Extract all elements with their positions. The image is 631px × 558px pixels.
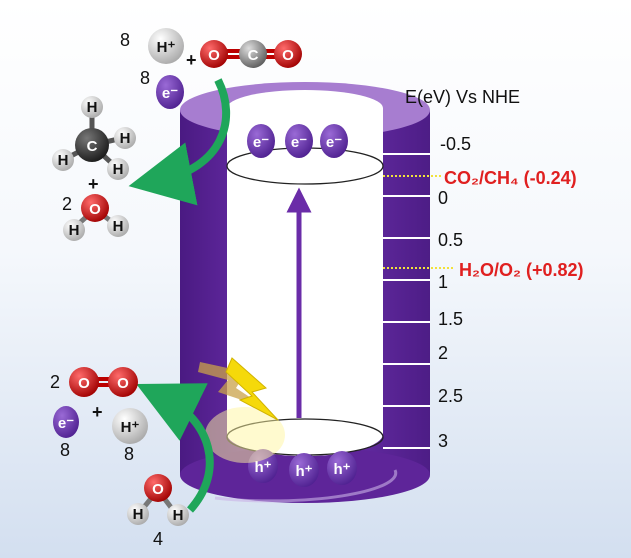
top-reaction: 8 H⁺ + O C O 8 e⁻ H H H — [52, 28, 302, 241]
electron-label: e⁻ — [253, 134, 269, 151]
tick-label: -0.5 — [440, 134, 471, 154]
co2-ch4-redox-label: CO₂/CH₄ (-0.24) — [444, 168, 577, 188]
hydrogen-label: H — [113, 218, 124, 235]
tick-label: 0 — [438, 188, 448, 208]
water-molecule: H H O — [127, 474, 189, 526]
proton-count: 8 — [124, 444, 134, 464]
tick-label: 1.5 — [438, 309, 463, 329]
electron-label: e⁻ — [291, 134, 307, 151]
electron-count: 8 — [140, 68, 150, 88]
oxygen-label: O — [89, 201, 101, 218]
co2-reduction-arrow — [128, 78, 230, 206]
holes-group: h⁺ h⁺ h⁺ — [248, 449, 357, 487]
proton-atom — [112, 408, 148, 444]
tick-label: 1 — [438, 272, 448, 292]
proton-count: 8 — [120, 30, 130, 50]
hole-label: h⁺ — [254, 459, 271, 476]
axis-title: E(eV) Vs NHE — [405, 87, 520, 107]
hole-label: h⁺ — [333, 461, 350, 478]
oxygen-label: O — [117, 375, 129, 392]
tick-label: 2.5 — [438, 386, 463, 406]
water-molecule: H H O — [63, 194, 129, 241]
cylinder — [180, 82, 430, 503]
hydrogen-label: H — [113, 161, 124, 178]
co2-molecule: O C O — [200, 40, 302, 68]
electron — [320, 124, 348, 158]
tick-label: 0.5 — [438, 230, 463, 250]
hydrogen-label: H — [133, 506, 144, 523]
electron-label: e⁻ — [162, 85, 178, 102]
proton-atom — [148, 28, 184, 64]
methane-molecule: H H H H C — [52, 96, 136, 180]
plus-sign: + — [92, 402, 103, 422]
proton-label: H⁺ — [157, 39, 176, 56]
hydrogen-label: H — [173, 507, 184, 524]
water-count: 2 — [62, 194, 72, 214]
water-oxidation-arrow — [136, 383, 214, 513]
bottom-reaction: 2 O O e⁻ 8 + H⁺ 8 H H O 4 — [50, 367, 189, 549]
hydrogen-label: H — [58, 152, 69, 169]
tick-label: 2 — [438, 343, 448, 363]
plus-sign: + — [88, 174, 99, 194]
electron — [285, 124, 313, 158]
tick-label: 3 — [438, 431, 448, 451]
oxygen-label: O — [208, 47, 220, 64]
carbon-label: C — [87, 138, 98, 155]
electron-label: e⁻ — [58, 415, 74, 432]
electron-label: e⁻ — [326, 134, 342, 151]
hydrogen-label: H — [120, 130, 131, 147]
electron — [53, 406, 79, 438]
electron — [156, 75, 184, 109]
oxygen-label: O — [282, 47, 294, 64]
hydrogen-label: H — [87, 99, 98, 116]
plus-sign: + — [186, 50, 197, 70]
energy-ticks — [383, 153, 430, 449]
hole — [289, 453, 319, 487]
electron-count: 8 — [60, 440, 70, 460]
o2-molecule: O O — [69, 367, 138, 397]
o2-count: 2 — [50, 372, 60, 392]
lightning-icon — [198, 357, 285, 463]
hole-label: h⁺ — [295, 463, 312, 480]
hydrogen-label: H — [69, 222, 80, 239]
electron — [247, 124, 275, 158]
oxygen-label: O — [78, 375, 90, 392]
h2o-o2-redox-label: H₂O/O₂ (+0.82) — [459, 260, 584, 280]
carbon-label: C — [248, 47, 259, 64]
hole — [327, 451, 357, 485]
oxygen-label: O — [152, 481, 164, 498]
proton-label: H⁺ — [121, 419, 140, 436]
electrons-group: e⁻ e⁻ e⁻ — [247, 124, 348, 158]
water-count: 4 — [153, 529, 163, 549]
